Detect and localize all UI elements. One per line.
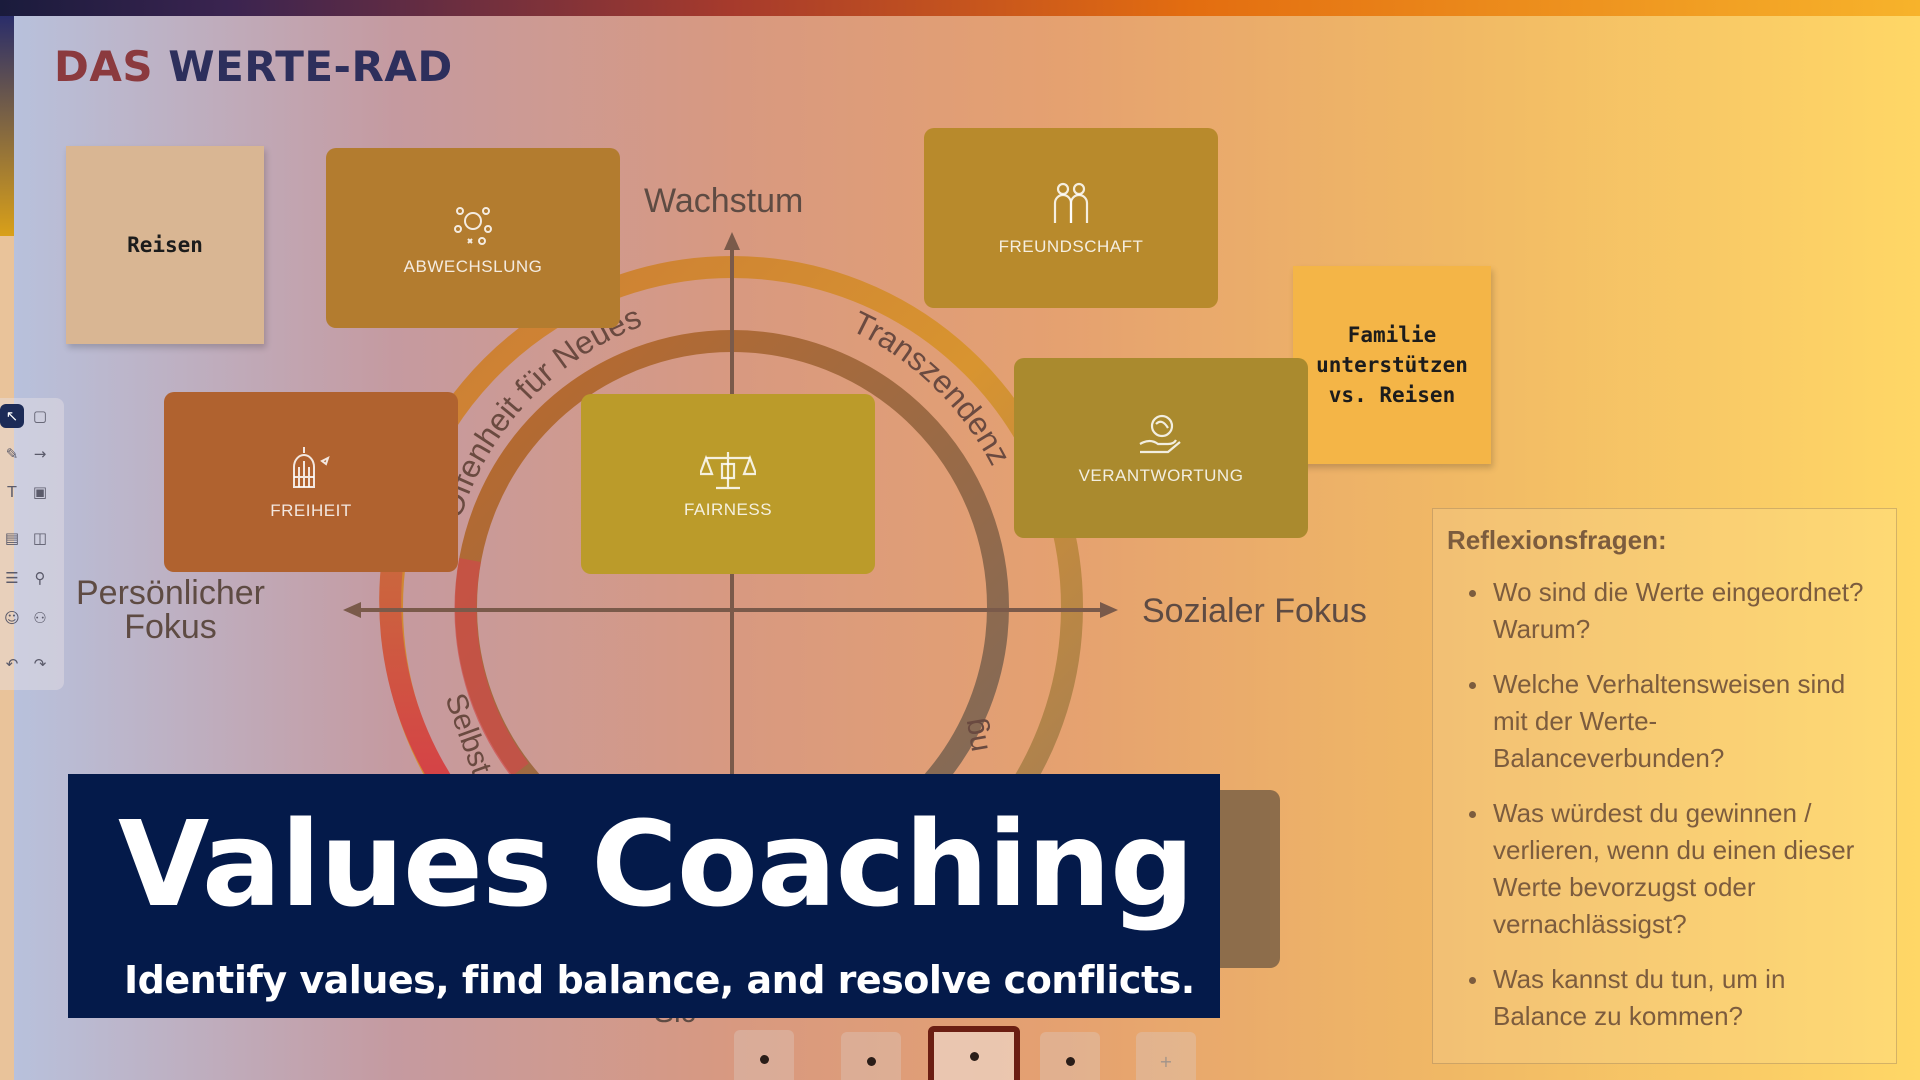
page-thumb-4[interactable]	[1040, 1032, 1100, 1080]
inner-ring-left-segment	[454, 557, 529, 777]
value-card-abwechslung[interactable]: ABWECHSLUNG	[326, 148, 620, 328]
reflexion-panel[interactable]: Reflexionsfragen: Wo sind die Werte eing…	[1432, 508, 1897, 1064]
horizontal-axis-arrow-left	[343, 602, 361, 618]
pen-icon[interactable]: ✎	[5, 445, 19, 463]
image-icon[interactable]: ▣	[32, 483, 48, 501]
reflexion-question: Welche Verhaltensweisen sind mit der Wer…	[1447, 666, 1882, 777]
page-dot-icon	[866, 1056, 876, 1066]
embed-icon[interactable]: ▤	[4, 529, 20, 547]
value-card-label: ABWECHSLUNG	[403, 257, 543, 276]
page-dot-icon	[969, 1051, 979, 1061]
board-title: DAS WERTE-RAD	[54, 42, 453, 91]
axis-label-wachstum: Wachstum	[644, 182, 804, 220]
sticky-note-text: Reisen	[127, 233, 203, 257]
add-page-label: +	[1159, 1051, 1173, 1071]
page-dot-icon	[759, 1054, 769, 1064]
value-card-label: FREIHEIT	[270, 501, 352, 520]
page-dot-icon	[1065, 1056, 1075, 1066]
board-title-part2: WERTE-RAD	[168, 42, 453, 91]
value-card-freiheit[interactable]: FREIHEIT	[164, 392, 458, 572]
banner-title: Values Coaching	[118, 795, 1194, 933]
axis-label-sozialer-fokus: Sozialer Fokus	[1142, 592, 1367, 630]
list-icon[interactable]: ☰	[5, 569, 19, 587]
gradient-top-bar	[0, 0, 1920, 16]
scales-icon	[700, 452, 756, 490]
title-banner	[68, 774, 1220, 1018]
friends-icon	[1053, 182, 1089, 223]
board-title-part1: DAS	[54, 42, 154, 91]
reflexion-question: Was würdest du gewinnen / verlieren, wen…	[1447, 795, 1882, 943]
vertical-axis-arrow	[724, 232, 740, 250]
reflexion-list: Wo sind die Werte eingeordnet? Warum? We…	[1447, 574, 1882, 1035]
redo-icon[interactable]: ↷	[33, 655, 47, 673]
drawing-toolbar: ↖ ▢ ✎ → T ▣ ▤ ◫ ☰ ⚲ ☺ ⚇ ↶ ↷	[0, 398, 64, 690]
emoji-icon[interactable]: ☺	[4, 609, 20, 627]
banner-subtitle: Identify values, find balance, and resol…	[124, 958, 1195, 1002]
page-icon[interactable]: ▢	[32, 407, 48, 425]
users-icon[interactable]: ⚇	[33, 609, 47, 627]
value-card-freundschaft[interactable]: FREUNDSCHAFT	[924, 128, 1218, 308]
reflexion-question: Wo sind die Werte eingeordnet? Warum?	[1447, 574, 1882, 648]
arrow-icon[interactable]: →	[33, 445, 47, 463]
add-page-button[interactable]: +	[1136, 1032, 1196, 1080]
variety-icon	[454, 207, 492, 245]
sticky-note-familie[interactable]: Familie unterstützen vs. Reisen	[1293, 266, 1491, 464]
value-card-label: FAIRNESS	[683, 500, 773, 519]
page-thumb-3-active[interactable]	[928, 1026, 1020, 1080]
horizontal-axis-arrow-right	[1100, 602, 1118, 618]
reflexion-title: Reflexionsfragen:	[1447, 525, 1667, 555]
reflexion-question: Was kannst du tun, um in Balance zu komm…	[1447, 961, 1882, 1035]
shapes-icon[interactable]: ⚲	[34, 569, 46, 587]
page-thumb-1[interactable]	[734, 1030, 794, 1080]
axis-label-persoenlicher-fokus: Persönlicher Fokus	[76, 574, 265, 646]
left-edge-accent	[0, 16, 14, 236]
text-icon[interactable]: T	[7, 483, 17, 501]
sticky-note-text: Familie unterstützen vs. Reisen	[1316, 323, 1468, 407]
birdcage-icon	[293, 447, 330, 488]
value-card-fairness[interactable]: FAIRNESS	[581, 394, 875, 574]
value-card-label: FREUNDSCHAFT	[998, 237, 1144, 256]
select-tool-icon[interactable]: ↖	[0, 404, 24, 428]
ring-label-lower-right: ng	[957, 716, 995, 755]
undo-icon[interactable]: ↶	[5, 655, 19, 673]
value-card-verantwortung[interactable]: VERANTWORTUNG	[1014, 358, 1308, 538]
value-card-label: VERANTWORTUNG	[1078, 466, 1244, 485]
page-thumb-2[interactable]	[841, 1032, 901, 1080]
care-hand-icon	[1139, 414, 1181, 454]
stamp-icon[interactable]: ◫	[32, 529, 48, 547]
sticky-note-reisen[interactable]: Reisen	[66, 146, 264, 344]
